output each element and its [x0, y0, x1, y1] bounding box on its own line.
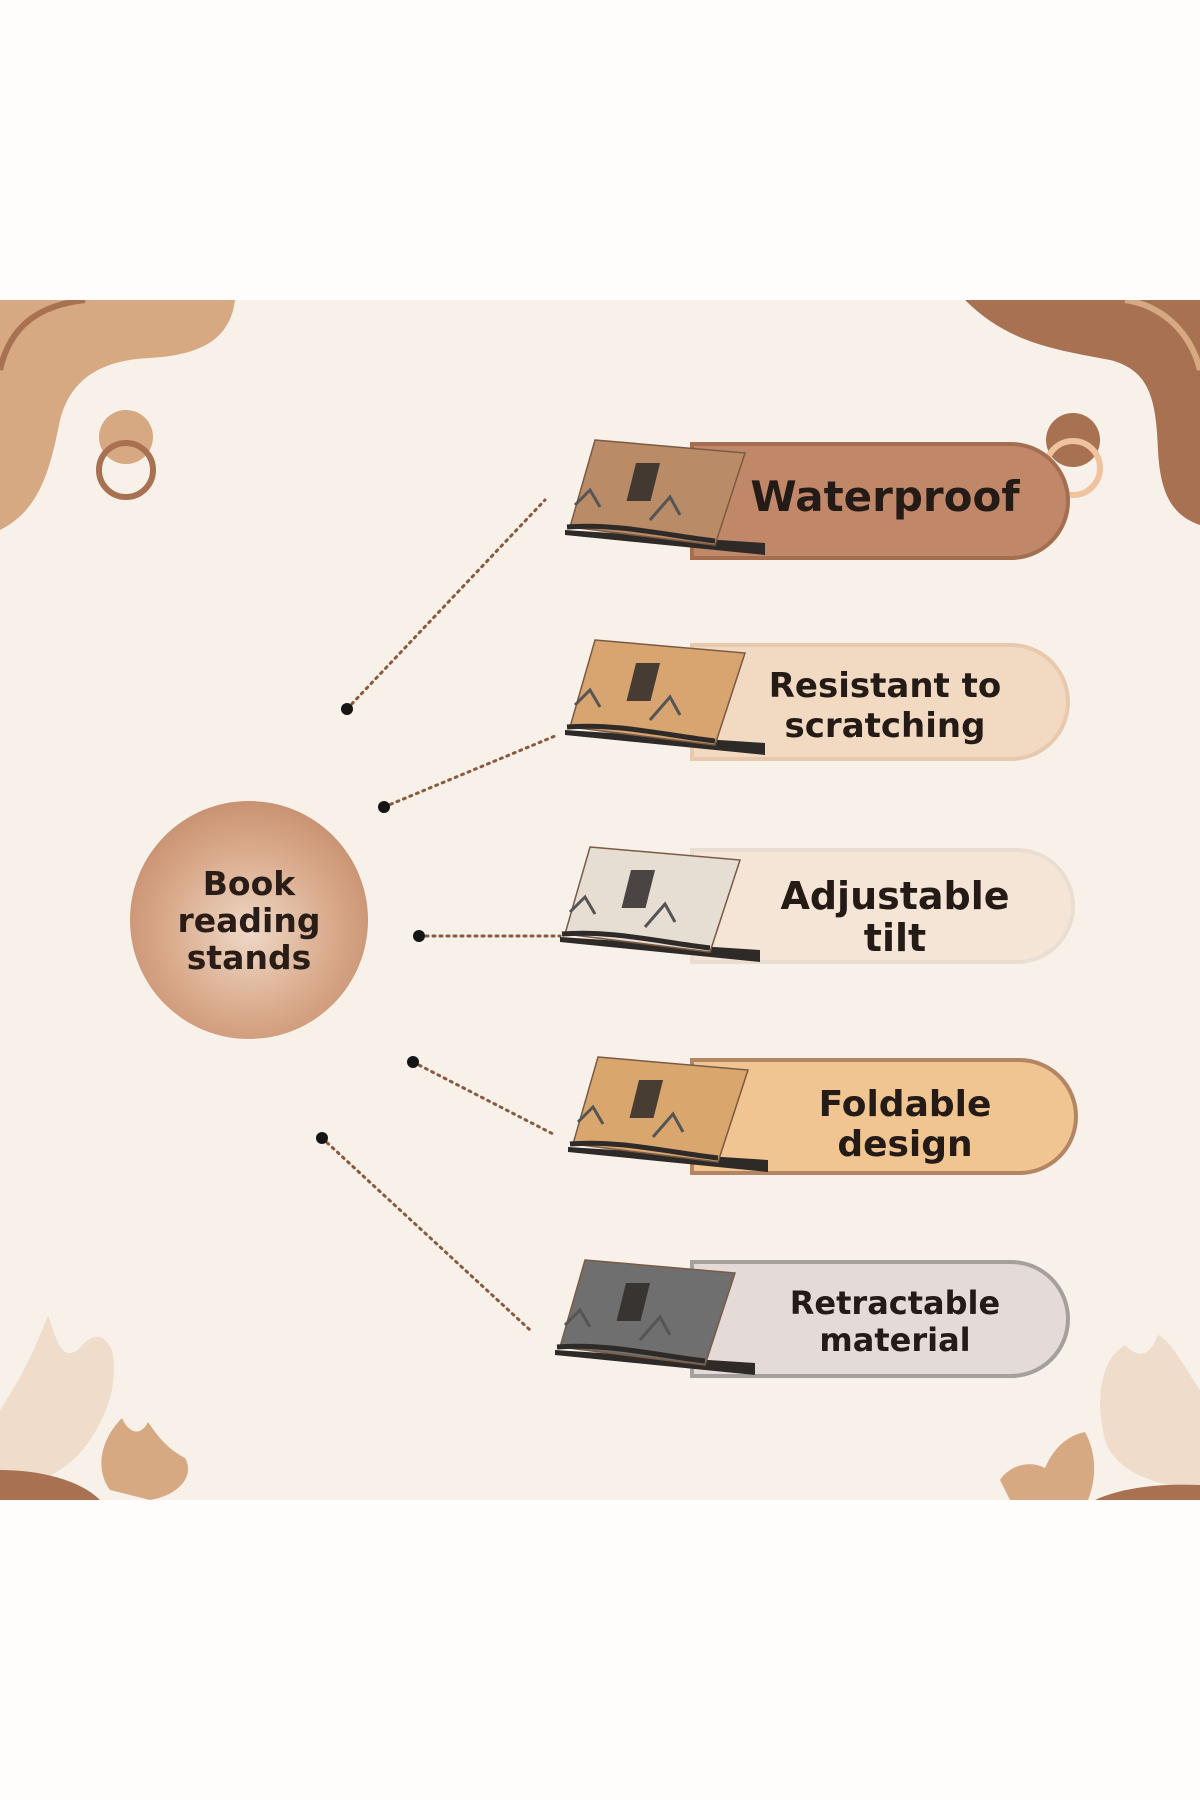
stand-base-5 — [555, 1350, 755, 1375]
connector-dot-2 — [378, 801, 390, 813]
feature-stand-5 — [545, 1255, 775, 1389]
feature-label-5: Retractable material — [789, 1284, 1001, 1359]
feature-pill-1 — [690, 442, 1070, 560]
stand-base-3 — [560, 937, 760, 962]
connector-dot-3 — [413, 930, 425, 942]
stand-slot-3 — [621, 870, 656, 908]
stand-clip-left-2 — [573, 687, 602, 708]
stand-lip-5 — [556, 1343, 706, 1364]
stand-clip-right-5 — [638, 1314, 672, 1341]
stand-lip-1 — [566, 523, 716, 544]
feature-stand-4 — [558, 1052, 788, 1186]
stand-base-2 — [565, 730, 765, 755]
feature-stand-3 — [550, 842, 780, 976]
connector-line-2 — [382, 734, 557, 809]
top-left-tan-blob-shape — [0, 300, 235, 530]
stand-board-4 — [572, 1056, 750, 1163]
feature-pill-2 — [690, 643, 1070, 761]
infographic-panel: Book reading stands Waterproof Resistant… — [0, 300, 1200, 1500]
center-title: Book reading stands — [177, 863, 321, 977]
stand-board-5 — [559, 1259, 737, 1366]
connector-dot-4 — [407, 1056, 419, 1068]
stand-clip-left-5 — [563, 1307, 592, 1328]
book-stand-image-5 — [555, 1259, 755, 1375]
book-stand-image-4 — [568, 1056, 768, 1172]
connector-dot-5 — [316, 1132, 328, 1144]
stand-clip-left-3 — [568, 894, 597, 915]
stand-base-1 — [565, 530, 765, 555]
feature-label-4: Foldable design — [818, 1084, 992, 1165]
bottom-right-tan-leaf-shape — [1000, 1432, 1095, 1500]
connector-line-4 — [411, 1060, 557, 1137]
feature-label-1: Waterproof — [750, 472, 1020, 521]
book-stand-image-3 — [560, 846, 760, 962]
stand-clip-right-4 — [651, 1111, 685, 1138]
feature-label-3: Adjustable tilt — [780, 874, 1010, 960]
stand-board-1 — [569, 439, 747, 546]
stand-lip-4 — [569, 1140, 719, 1161]
bottom-right-brown-mound-shape — [1095, 1484, 1200, 1500]
top-left-filled-circle-shape — [99, 410, 153, 464]
bottom-left-brown-mound-shape — [0, 1470, 100, 1500]
connector-dots — [316, 703, 425, 1144]
decorative-background — [0, 300, 1200, 1500]
stand-slot-5 — [616, 1283, 651, 1321]
connector-dot-1 — [341, 703, 353, 715]
feature-pill-4 — [690, 1058, 1078, 1175]
stand-slot-4 — [629, 1080, 664, 1118]
stand-lip-2 — [566, 723, 716, 744]
stand-board-3 — [564, 846, 742, 953]
feature-stand-2 — [555, 635, 785, 769]
stand-clip-left-1 — [573, 487, 602, 508]
book-stand-image-1 — [565, 439, 765, 555]
connector-lines — [320, 498, 562, 1332]
connector-line-5 — [320, 1136, 532, 1332]
stand-slot-1 — [626, 463, 661, 501]
connector-line-1 — [345, 498, 547, 711]
bottom-left-tan-leaf-shape — [101, 1418, 189, 1500]
bottom-right-pale-leaf-shape — [1100, 1335, 1200, 1490]
stand-clip-right-3 — [643, 901, 677, 928]
top-left-ring-shape — [96, 440, 156, 500]
stand-clip-left-4 — [576, 1104, 605, 1125]
stand-clip-right-2 — [648, 694, 682, 721]
center-circle-badge: Book reading stands — [130, 801, 368, 1039]
top-right-brown-blob-shape — [965, 300, 1200, 525]
stand-board-2 — [569, 639, 747, 746]
top-right-curve-shape — [1124, 300, 1200, 371]
bottom-left-pale-leaf-shape — [0, 1315, 114, 1490]
top-left-curve-shape — [0, 300, 86, 371]
stand-lip-3 — [561, 930, 711, 951]
book-stand-image-2 — [565, 639, 765, 755]
feature-stand-1 — [555, 435, 785, 569]
stand-clip-right-1 — [648, 494, 682, 521]
feature-pill-5 — [690, 1260, 1070, 1378]
stand-slot-2 — [626, 663, 661, 701]
stand-base-4 — [568, 1147, 768, 1172]
feature-label-2: Resistant to scratching — [768, 666, 1002, 746]
feature-pill-3 — [690, 848, 1075, 964]
